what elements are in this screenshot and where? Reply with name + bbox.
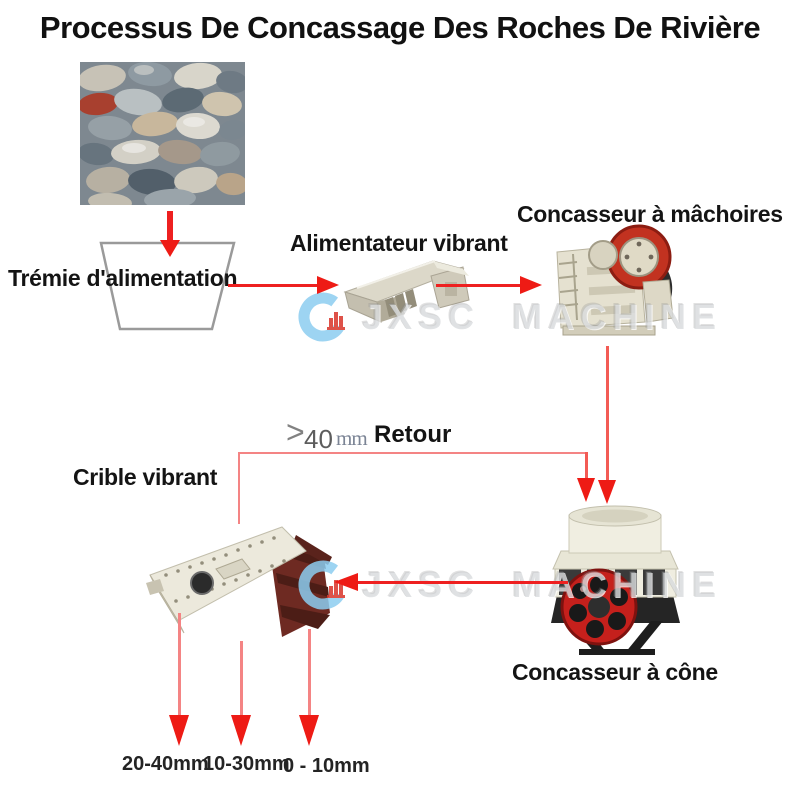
jxsc-logo-icon <box>298 292 348 342</box>
retour-gt-sign: > <box>286 414 305 450</box>
watermark-text: JXSC MACHINE <box>362 296 723 337</box>
feeder-label: Alimentateur vibrant <box>290 230 508 256</box>
hopper-shape <box>99 241 236 331</box>
retour-label: Retour <box>374 421 452 448</box>
river-rocks-photo <box>80 62 245 205</box>
page-title: Processus De Concassage Des Roches De Ri… <box>39 10 761 45</box>
jaw-crusher-image <box>556 224 674 336</box>
hopper-label: Trémie d'alimentation <box>8 265 238 291</box>
retour-unit: mm <box>336 426 368 450</box>
output-label-10-30: 10-30mm <box>203 753 290 775</box>
watermark-text: JXSC MACHINE <box>362 564 723 605</box>
screen-image <box>146 526 332 637</box>
watermark-lower: JXSC MACHINE <box>296 556 722 614</box>
cone-crusher-image <box>551 505 680 655</box>
output-label-20-40: 20-40mm <box>122 753 209 775</box>
watermark-upper: JXSC MACHINE <box>296 288 722 346</box>
jaw-crusher-label: Concasseur à mâchoires <box>517 201 783 227</box>
output-label-0-10: 0 - 10mm <box>283 755 370 777</box>
retour-size: 40 <box>304 424 333 454</box>
screen-label: Crible vibrant <box>73 464 218 490</box>
cone-crusher-label: Concasseur à cône <box>512 659 718 685</box>
